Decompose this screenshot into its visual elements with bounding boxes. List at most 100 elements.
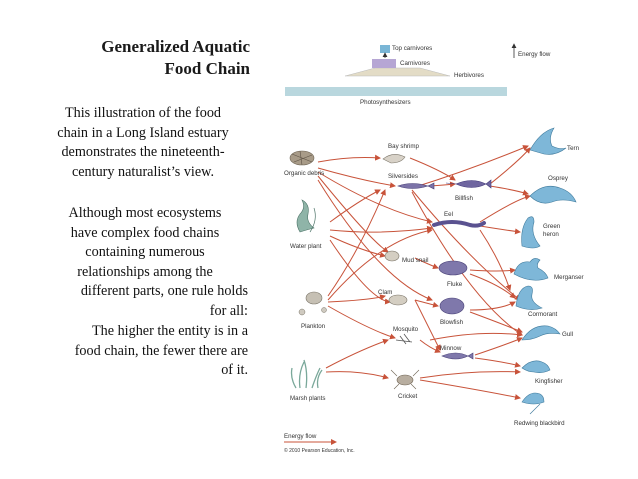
pyramid-producers-bar: [285, 87, 507, 96]
arrow: [317, 154, 381, 163]
arrow: [329, 239, 391, 305]
label-tern: Tern: [567, 145, 580, 152]
organism-eel: Eel: [432, 211, 486, 228]
label-silversides: Silversides: [388, 173, 418, 180]
p2-line: relationships among the: [77, 263, 213, 280]
organism-gull: Gull: [521, 325, 573, 341]
label-energy-flow-top: Energy flow: [518, 51, 551, 58]
organism-silversides: Silversides: [388, 173, 435, 190]
label-organic-debris: Organic debris: [284, 170, 324, 177]
label-merganser: Merganser: [554, 274, 584, 281]
arrow: [469, 267, 516, 274]
organism-water-plant: Water plant: [290, 199, 322, 250]
label-clam: Clam: [378, 289, 392, 296]
label-water-plant: Water plant: [290, 243, 322, 250]
label-energy-flow-bottom: Energy flow: [284, 433, 317, 440]
arrow: [329, 235, 386, 258]
organism-organic-debris: Organic debris: [284, 150, 324, 177]
paragraph-ecosystems: Although most ecosystems have complex fo…: [34, 204, 248, 321]
organism-minnow: Minnow: [440, 345, 474, 360]
organism-merganser: Merganser: [513, 258, 584, 281]
arrow: [479, 229, 512, 291]
arrow: [411, 189, 521, 301]
label-green-heron-2: heron: [543, 231, 559, 238]
p2-line: Although most ecosystems: [68, 205, 222, 221]
label-marsh-plants: Marsh plants: [290, 395, 325, 402]
p3-line: food chain, the fewer there are: [74, 342, 248, 359]
arrow: [489, 185, 529, 196]
label-herbivores: Herbivores: [454, 72, 484, 79]
energy-pyramid: Top carnivores Carnivores Herbivores Pho…: [285, 43, 551, 106]
organism-kingfisher: Kingfisher: [521, 360, 563, 385]
energy-arrows: [317, 145, 531, 400]
label-osprey: Osprey: [548, 175, 569, 182]
pyramid-top-block: [380, 45, 390, 53]
arrow: [409, 157, 456, 181]
label-green-heron-1: Green: [543, 223, 561, 230]
p3-line: The higher the entity is in a: [91, 323, 248, 339]
p2-line: for all:: [209, 302, 248, 319]
arrow: [411, 191, 523, 336]
arrow: [419, 368, 521, 379]
paragraph-rule: The higher the entity is in a food chain…: [30, 322, 248, 381]
arrow: [329, 225, 433, 233]
arrow: [414, 299, 441, 351]
arrow: [325, 371, 389, 380]
arrow: [325, 338, 389, 369]
arrow: [327, 228, 433, 301]
organism-mud-snail: Mud snail: [384, 250, 428, 264]
pyramid-carnivores-block: [372, 59, 396, 68]
p2-line: have complex food chains: [70, 224, 220, 241]
arrow: [317, 171, 433, 224]
arrow: [429, 331, 523, 341]
p1-line: century naturalist’s view.: [71, 163, 215, 180]
organism-redwing-blackbird: Redwing blackbird: [514, 392, 565, 427]
label-cormorant: Cormorant: [528, 311, 558, 318]
slide-title: Generalized Aquatic Food Chain: [40, 36, 250, 80]
arrow: [414, 299, 439, 308]
organism-clam: Clam: [378, 289, 408, 306]
label-blowfish: Blowfish: [440, 319, 464, 326]
label-gull: Gull: [562, 331, 573, 338]
p2-line: containing numerous: [85, 244, 205, 260]
label-fluke: Fluke: [447, 281, 463, 288]
arrow: [469, 301, 516, 311]
label-photosynthesizers: Photosynthesizers: [360, 99, 411, 106]
p1-line: This illustration of the food: [64, 105, 222, 121]
pyramid-herbivores-block: [344, 67, 451, 77]
arrow: [469, 273, 516, 299]
arrow: [327, 189, 386, 297]
arrow: [317, 167, 396, 189]
organism-green-heron: Green heron: [521, 216, 561, 249]
p1-line: chain in a Long Island estuary: [57, 124, 229, 141]
arrow: [474, 337, 523, 356]
label-billfish: Billfish: [455, 195, 473, 202]
title-line-1: Generalized Aquatic: [101, 37, 250, 56]
organism-billfish: Billfish: [445, 179, 492, 202]
label-plankton: Plankton: [301, 323, 326, 330]
arrow: [419, 339, 441, 353]
label-minnow: Minnow: [440, 345, 462, 352]
organism-fluke: Fluke: [438, 260, 468, 288]
organism-marsh-plants: Marsh plants: [290, 359, 325, 402]
arrow: [329, 189, 381, 223]
arrow: [411, 145, 529, 189]
label-eel: Eel: [444, 211, 453, 218]
arrow: [317, 179, 433, 302]
arrow: [479, 194, 531, 223]
label-cricket: Cricket: [398, 393, 418, 400]
label-carnivores: Carnivores: [400, 60, 430, 67]
p3-line: of it.: [221, 362, 248, 378]
paragraph-intro: This illustration of the food chain in a…: [38, 104, 248, 182]
organism-bay-shrimp: Bay shrimp: [382, 143, 420, 164]
organism-osprey: Osprey: [529, 175, 577, 204]
arrow: [474, 357, 521, 368]
organism-plankton: Plankton: [298, 291, 327, 330]
label-mosquito: Mosquito: [393, 326, 419, 333]
label-redwing-blackbird: Redwing blackbird: [514, 420, 565, 427]
organism-mosquito: Mosquito: [393, 326, 419, 345]
label-kingfisher: Kingfisher: [535, 378, 563, 385]
p2-line: different parts, one rule holds: [80, 283, 248, 299]
organism-tern: Tern: [529, 127, 580, 155]
